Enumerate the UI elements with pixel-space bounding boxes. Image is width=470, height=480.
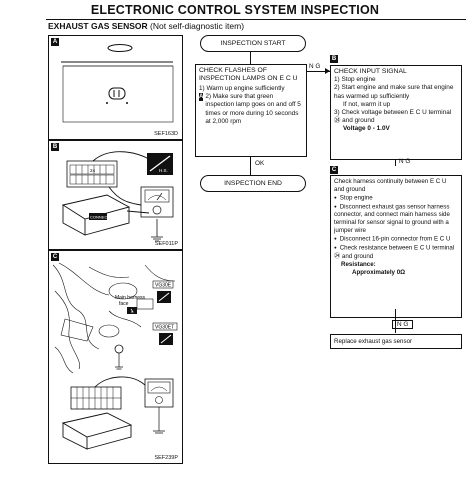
panel-c: C Main harness face VG30E VG30ET <box>48 250 183 464</box>
check-harness-bullet-2: Disconnect exhaust gas sensor harness co… <box>334 203 458 236</box>
ng-label-2: N G <box>399 158 411 165</box>
check-input-box: CHECK INPUT SIGNAL 1) Stop engine 2) Sta… <box>330 65 462 160</box>
svg-text:H.S.: H.S. <box>159 168 168 173</box>
check-flashes-step2-text: 2) Make sure that green inspection lamp … <box>205 93 301 125</box>
panel-c-figure-code: SEF239P <box>154 455 178 461</box>
svg-text:VG30ET: VG30ET <box>155 325 174 331</box>
panel-a-figure-code: SEF163D <box>154 131 178 137</box>
check-input-voltage: Voltage 0 - 1.0V <box>343 125 390 133</box>
page-subtitle: EXHAUST GAS SENSOR (Not self-diagnostic … <box>48 21 244 31</box>
svg-text:Main harness: Main harness <box>115 295 146 301</box>
panel-b: B 24 H.S. CONNECT <box>48 140 183 250</box>
harness-continuity-illustration: Main harness face VG30E VG30ET <box>52 262 178 450</box>
connector-ng-horizontal <box>306 71 330 72</box>
panel-a-tag: A <box>51 38 59 46</box>
subtitle-main: EXHAUST GAS SENSOR <box>48 21 148 31</box>
subtitle-note: (Not self-diagnostic item) <box>150 21 245 31</box>
panel-a: A SEF163D <box>48 35 183 140</box>
check-harness-tag: C <box>330 166 338 174</box>
check-flashes-title: CHECK FLASHES OF INSPECTION LAMPS ON E C… <box>199 67 298 82</box>
check-harness-resistance-label: Resistance: <box>341 260 376 268</box>
inspection-start: INSPECTION START <box>200 35 306 52</box>
panel-c-tag: C <box>51 253 59 261</box>
voltage-check-illustration: 24 H.S. CONNECT <box>61 151 174 242</box>
check-flashes-step1: 1) Warm up engine sufficiently <box>199 85 285 92</box>
check-flashes-step2: A 2) Make sure that green inspection lam… <box>199 93 303 126</box>
check-harness-box: Check harness continuity between E C U a… <box>330 175 462 318</box>
check-harness-bullet-3: Disconnect 16-pin connector from E C U <box>334 235 458 244</box>
check-harness-bullet-4: Check resistance between E C U terminal … <box>334 244 458 261</box>
connector-input-to-ng <box>395 160 396 166</box>
ng-label-1: N G <box>309 63 321 70</box>
arrow-to-input <box>325 68 330 74</box>
connector-harness-to-ng <box>395 309 396 333</box>
ok-label: OK <box>255 160 265 167</box>
check-flashes-step2-tag: A <box>199 93 204 102</box>
svg-text:24: 24 <box>90 168 96 173</box>
ng-label-3: N G <box>392 320 414 329</box>
check-harness-intro: Check harness continuity between E C U a… <box>334 178 447 193</box>
inspection-end: INSPECTION END <box>200 175 306 192</box>
ecu-inspection-lamp-illustration <box>61 44 174 123</box>
connector-start-to-check <box>250 51 251 64</box>
svg-text:VG30E: VG30E <box>155 283 172 289</box>
check-input-step2: 2) Start engine and make sure that engin… <box>334 84 454 100</box>
panel-b-tag: B <box>51 143 59 151</box>
svg-text:face: face <box>119 301 129 307</box>
check-harness-resistance-value: Approximately 0Ω <box>352 268 406 276</box>
replace-sensor-box: Replace exhaust gas sensor <box>330 334 462 349</box>
check-input-step3: 3) Check voltage between E C U terminal … <box>334 109 452 125</box>
check-harness-bullet-1: Stop engine <box>334 194 458 203</box>
check-input-title: CHECK INPUT SIGNAL <box>334 68 407 75</box>
connector-check-to-ok <box>250 157 251 175</box>
title-rule <box>46 19 466 20</box>
check-input-step1: 1) Stop engine <box>334 76 376 84</box>
panel-b-figure-code: SEF011P <box>154 241 178 247</box>
page-title: ELECTRONIC CONTROL SYSTEM INSPECTION <box>90 3 380 17</box>
check-input-step2b: If not, warm it up <box>343 100 391 108</box>
check-flashes-box: CHECK FLASHES OF INSPECTION LAMPS ON E C… <box>195 64 307 157</box>
check-input-tag: B <box>330 55 338 63</box>
svg-text:CONNECT: CONNECT <box>90 215 110 220</box>
